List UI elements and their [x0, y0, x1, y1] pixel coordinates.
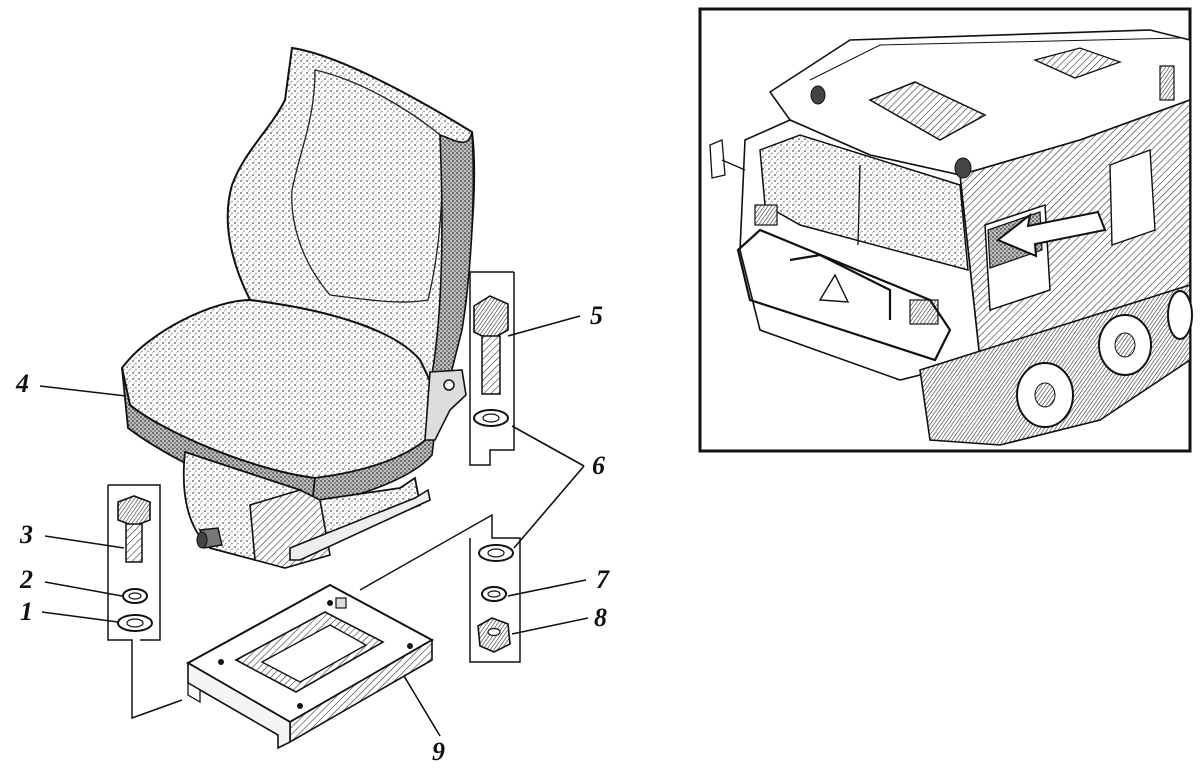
- callout-5: 5: [590, 301, 603, 330]
- location-arrow-icon: [996, 210, 1107, 258]
- seat-illustration: [120, 46, 476, 569]
- right-lower-bracket-frame: [359, 513, 521, 663]
- callout-3: 3: [19, 520, 33, 549]
- left-fastener-group: [107, 484, 183, 720]
- seat-hinge-bracket: [424, 369, 467, 441]
- mounting-frame-9: [185, 583, 435, 750]
- seat-adjust-knob-face: [196, 531, 208, 549]
- right-fastener-group: [359, 271, 521, 663]
- right-upper-bracket-frame-top: [469, 271, 514, 430]
- tracked-vehicle-illustration: [709, 29, 1193, 446]
- left-bracket-frame: [107, 485, 183, 720]
- vehicle-inset: [698, 7, 1193, 453]
- callout-1: 1: [20, 597, 33, 626]
- callout-4: 4: [15, 369, 29, 398]
- seat-backrest-inner-panel: [291, 69, 443, 303]
- left-bracket-frame-top: [108, 484, 161, 641]
- bolt-5: [473, 295, 509, 395]
- leader-lines: [39, 315, 589, 737]
- nut-8: [477, 617, 511, 653]
- seat-hinge-bolt: [443, 379, 455, 391]
- callout-6: 6: [592, 451, 605, 480]
- seat-slide-rail: [289, 488, 431, 561]
- callout-7: 7: [596, 565, 610, 594]
- seat-backrest-side: [426, 131, 475, 397]
- callout-8: 8: [594, 603, 607, 632]
- callout-9: 9: [432, 737, 445, 766]
- callout-2: 2: [19, 565, 33, 594]
- bolt-3: [117, 495, 151, 563]
- callout-labels: 4 3 2 1 5 6 7 8 9: [15, 301, 610, 766]
- right-upper-bracket-frame: [469, 272, 515, 466]
